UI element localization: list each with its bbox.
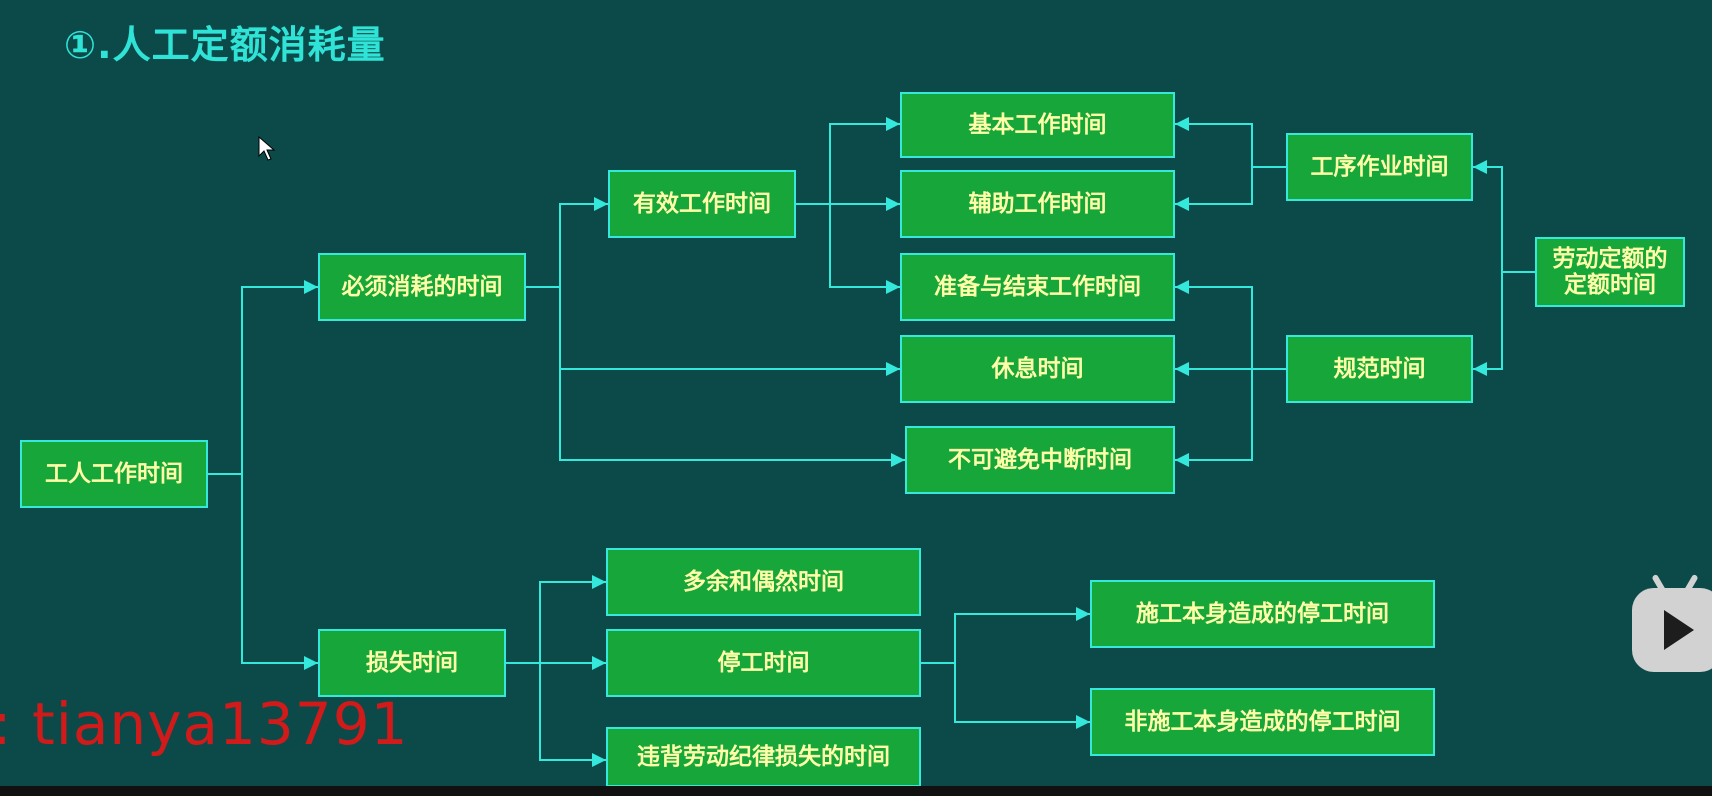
mouse-pointer-icon bbox=[258, 136, 276, 161]
node-unavoidable-break: 不可避免中断时间 bbox=[905, 426, 1175, 494]
bottom-bar bbox=[0, 786, 1712, 796]
node-required-time: 必须消耗的时间 bbox=[318, 253, 526, 321]
play-triangle-icon bbox=[1664, 610, 1694, 650]
node-loss-time: 损失时间 bbox=[318, 629, 506, 697]
node-basic-time: 基本工作时间 bbox=[900, 92, 1175, 158]
node-norm-time: 规范时间 bbox=[1286, 335, 1473, 403]
node-auxiliary-time: 辅助工作时间 bbox=[900, 170, 1175, 238]
slide-title: ①.人工定额消耗量 bbox=[64, 23, 386, 67]
node-process-time: 工序作业时间 bbox=[1286, 133, 1473, 201]
node-stoppage-time: 停工时间 bbox=[606, 629, 921, 697]
node-labor-quota-time: 劳动定额的定额时间 bbox=[1535, 237, 1685, 307]
node-prep-finish-time: 准备与结束工作时间 bbox=[900, 253, 1175, 321]
bilibili-play-icon[interactable] bbox=[1632, 573, 1712, 672]
node-effective-time: 有效工作时间 bbox=[608, 170, 796, 238]
node-worker-time: 工人工作时间 bbox=[20, 440, 208, 508]
node-stoppage-nonconstruction: 非施工本身造成的停工时间 bbox=[1090, 688, 1435, 756]
node-discipline-loss: 违背劳动纪律损失的时间 bbox=[606, 727, 921, 787]
watermark-text: : tianya13791 bbox=[0, 690, 409, 758]
node-excess-time: 多余和偶然时间 bbox=[606, 548, 921, 616]
node-rest-time: 休息时间 bbox=[900, 335, 1175, 403]
node-stoppage-construction: 施工本身造成的停工时间 bbox=[1090, 580, 1435, 648]
